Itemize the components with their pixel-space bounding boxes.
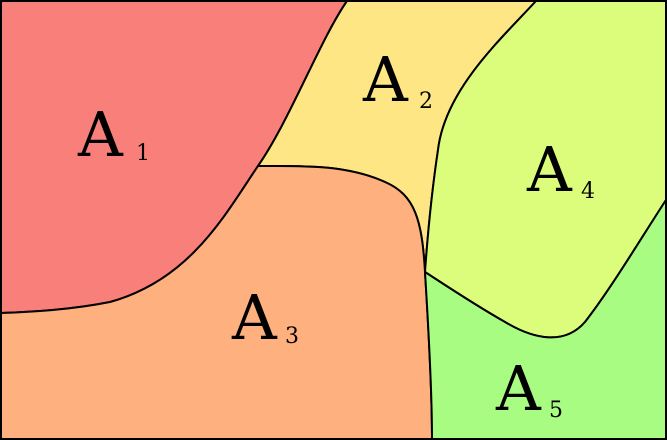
label-a1-letter: A [77, 98, 124, 171]
label-a2-subscript: 2 [419, 89, 433, 114]
label-a1-subscript: 1 [136, 141, 150, 166]
label-a5: A 5 [495, 352, 563, 425]
label-a3-letter: A [231, 281, 278, 354]
label-a3: A 3 [231, 281, 299, 354]
label-a5-letter: A [495, 352, 542, 425]
label-a3-subscript: 3 [285, 324, 299, 349]
label-a1: A 1 [77, 98, 150, 171]
label-a4-subscript: 4 [581, 179, 595, 204]
label-a2: A 2 [362, 43, 433, 116]
region-a5 [424, 199, 667, 440]
label-a5-subscript: 5 [549, 398, 563, 423]
label-a4-letter: A [526, 133, 573, 206]
label-a4: A 4 [526, 133, 595, 206]
label-a2-letter: A [362, 43, 409, 116]
